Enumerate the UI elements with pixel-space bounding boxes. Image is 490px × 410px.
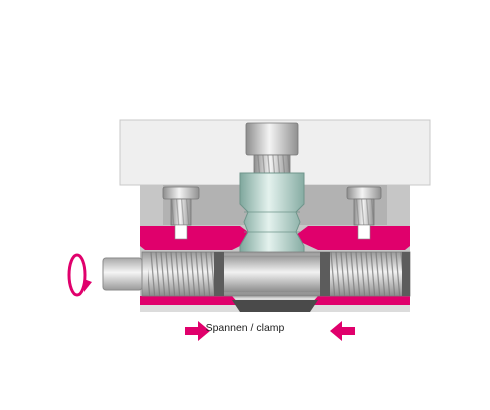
right-housing — [292, 226, 410, 305]
drive-knob[interactable] — [102, 257, 143, 291]
central-core — [232, 300, 318, 312]
right-bolt — [346, 186, 382, 240]
arrow-right-icon — [185, 321, 210, 341]
spindle — [141, 251, 411, 297]
arrow-left-icon — [330, 321, 355, 341]
caption: Spannen / clamp — [205, 322, 285, 334]
center-bolt — [245, 122, 299, 174]
left-housing — [140, 226, 256, 305]
center-jaw — [239, 172, 305, 257]
rotate-clockwise-icon — [67, 253, 92, 297]
left-bolt — [162, 186, 200, 240]
